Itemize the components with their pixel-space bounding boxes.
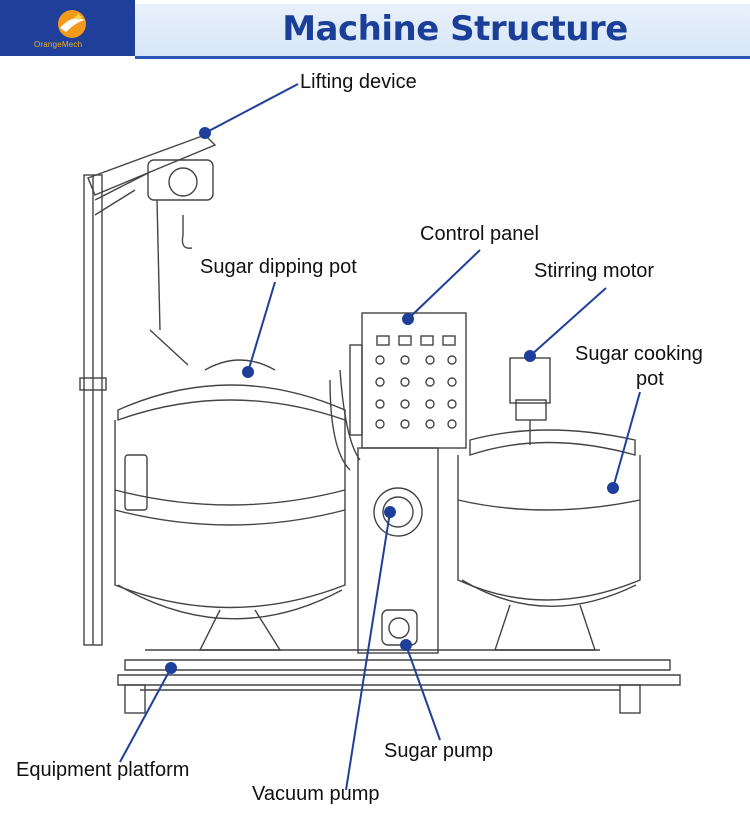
cooking-pot-body (457, 455, 641, 601)
stirring-motor-housing (509, 357, 551, 404)
center-frame (357, 447, 439, 654)
label-equipment-platform: Equipment platform (16, 759, 190, 781)
platform-rail (124, 659, 671, 671)
marker-stirring-motor (524, 350, 536, 362)
label-vacuum-pump: Vacuum pump (252, 783, 380, 805)
dipping-pot-body (114, 420, 346, 609)
marker-equipment-platform (165, 662, 177, 674)
leader-sugar-pump (405, 644, 441, 741)
label-stirring-motor: Stirring motor (534, 260, 655, 282)
leader-sugar-dipping-pot (247, 281, 276, 373)
vacuum-gauge (373, 487, 423, 537)
orangemech-logo-icon (58, 10, 86, 38)
label-lifting-device: Lifting device (300, 71, 417, 93)
leader-lifting-device (204, 83, 299, 134)
marker-control-panel (402, 313, 414, 325)
label-sugar-cooking-pot-line2: pot (636, 368, 664, 390)
leader-sugar-cooking-pot (612, 391, 641, 489)
leader-control-panel (407, 249, 481, 320)
leader-equipment-platform (119, 667, 172, 763)
label-control-panel: Control panel (420, 223, 539, 245)
cooking-pot-lid (469, 429, 636, 456)
leader-stirring-motor (529, 287, 607, 357)
header-title-bar (135, 4, 750, 59)
logo-text: OrangeMech (34, 40, 83, 49)
hook (181, 215, 193, 249)
page-title: Machine Structure (282, 9, 628, 49)
machine-diagram (79, 83, 681, 791)
marker-sugar-pump (400, 639, 412, 651)
control-panel-buttons (375, 335, 457, 429)
marker-sugar-dipping-pot (242, 366, 254, 378)
crane-arm (87, 134, 217, 196)
hoist-motor (147, 159, 214, 201)
label-sugar-pump: Sugar pump (384, 740, 493, 762)
label-sugar-dipping-pot: Sugar dipping pot (200, 256, 357, 278)
sugar-pump-body (381, 609, 418, 646)
marker-sugar-cooking-pot (607, 482, 619, 494)
marker-lifting-device (199, 127, 211, 139)
header: OrangeMech Machine Structure (0, 0, 750, 62)
dipping-pot-lid (117, 384, 346, 421)
label-sugar-cooking-pot-line1: Sugar cooking (575, 343, 703, 365)
marker-vacuum-pump (384, 506, 396, 518)
leader-vacuum-pump (345, 511, 391, 791)
